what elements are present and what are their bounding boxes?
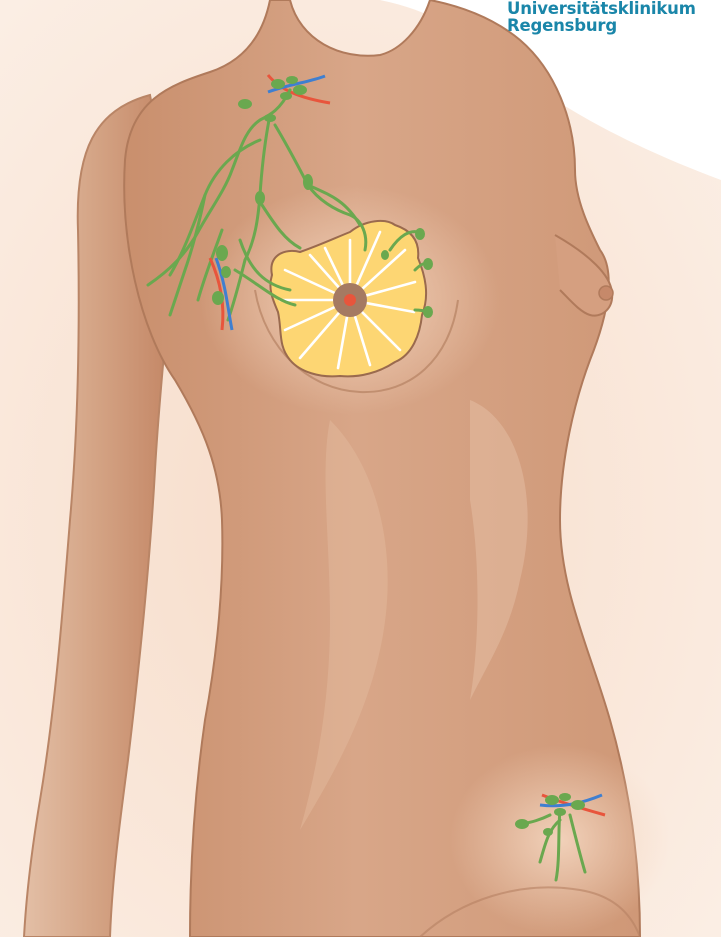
brand-line-2: Regensburg	[507, 17, 721, 34]
nipple-center	[344, 294, 356, 306]
brand-logo-text: Universitätsklinikum Regensburg	[507, 0, 721, 34]
right-nipple	[599, 286, 613, 300]
brand-line-1: Universitätsklinikum	[507, 0, 721, 17]
